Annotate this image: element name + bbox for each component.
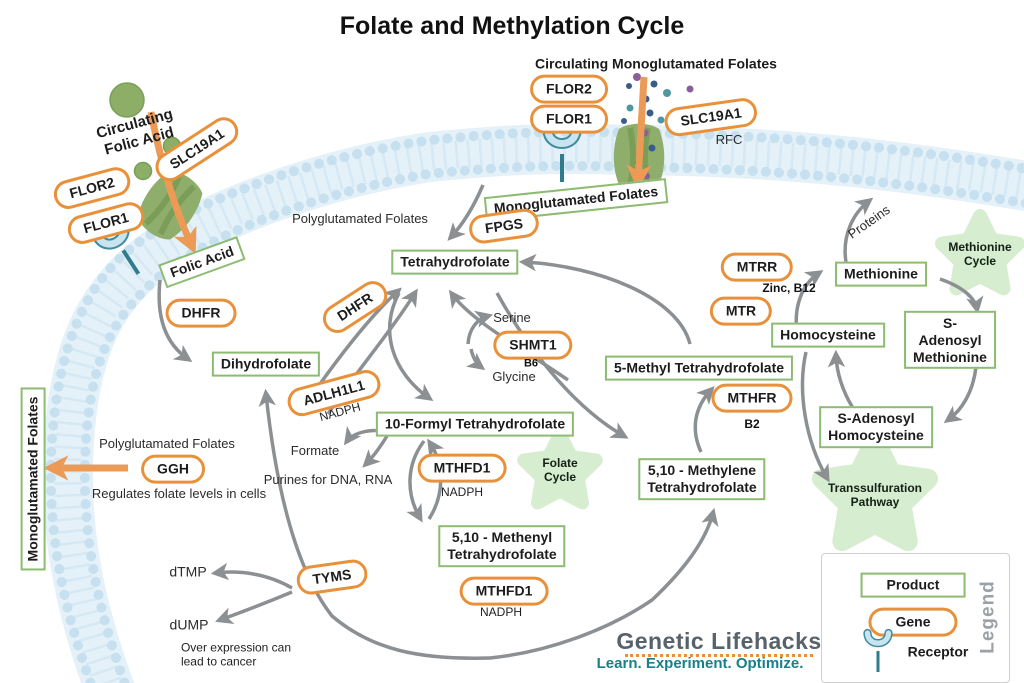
arrow-methionine-sam: [939, 277, 984, 315]
arrow-glycine: [465, 348, 486, 371]
arrow-thf-tenformyl: [387, 292, 434, 402]
gene-pill-mthfd1-b: MTHFD1: [459, 576, 549, 606]
arrow-dtmp: [210, 562, 293, 590]
arrow-sam-sah: [943, 366, 978, 424]
arrow-homocysteine-transsulfuration: [800, 351, 830, 483]
product-box-5-methyl-thf: 5-Methyl Tetrahydrofolate: [604, 355, 794, 381]
transport-arrows: [43, 76, 652, 481]
folic-acid-dots: [109, 82, 182, 181]
gene-pill-flor1-top: FLOR1: [530, 104, 608, 134]
gene-pill-mtr: MTR: [709, 296, 773, 326]
mthfr-cofactor-label: B2: [744, 416, 760, 431]
arrow-purines: [362, 435, 389, 468]
polyglutamated-folates-top-label: Polyglutamated Folates: [292, 211, 428, 227]
transsulfuration-star-label: Transsulfuration Pathway: [827, 481, 923, 509]
arrow-methionine-proteins: [843, 197, 874, 263]
dump-label: dUMP: [169, 616, 209, 633]
tyms-note: Over expression can lead to cancer: [180, 640, 292, 669]
shmt1-cofactor-label: B6: [523, 357, 539, 370]
arrow-dump: [215, 590, 293, 625]
arrow-folicacid-dihydrofolate: [157, 279, 193, 362]
legend-receptor-icon: [856, 628, 900, 672]
gene-pill-mthfr: MTHFR: [711, 383, 793, 413]
legend-product-box: Product: [860, 572, 966, 598]
legend-title: Legend: [977, 580, 999, 654]
product-box-monoglutamated-left: Monoglutamated Folates: [20, 387, 46, 571]
rfc-label: RFC: [715, 132, 743, 148]
product-box-tetrahydrofolate: Tetrahydrofolate: [391, 249, 519, 275]
dtmp-label: dTMP: [169, 563, 207, 580]
logo-tagline: Learn. Experiment. Optimize.: [596, 655, 804, 672]
gene-pill-mtrr: MTRR: [720, 252, 794, 282]
purines-label: Purines for DNA, RNA: [263, 472, 393, 488]
gene-pill-shmt1: SHMT1: [493, 330, 573, 360]
methionine-cycle-star-label: Methionine Cycle: [948, 240, 1012, 268]
product-box-homocysteine: Homocysteine: [771, 322, 885, 348]
arrow-5methyl-thf: [518, 253, 692, 345]
gene-pill-mthfd1-a: MTHFD1: [417, 453, 507, 483]
glycine-label: Glycine: [492, 369, 536, 385]
logo-divider: [625, 654, 813, 657]
arrow-mthfr: [693, 386, 715, 453]
polyglutamated-folates-left-label: Polyglutamated Folates: [99, 436, 235, 452]
product-box-sam: S-Adenosyl Methionine: [904, 310, 996, 370]
arrow-tyms-dihydrofolate: [258, 388, 491, 660]
product-box-dihydrofolate: Dihydrofolate: [211, 351, 321, 377]
logo-name: Genetic Lifehacks: [616, 628, 822, 655]
product-box-methenyl-thf: 5,10 - Methenyl Tetrahydrofolate: [438, 525, 566, 567]
product-box-methionine: Methionine: [835, 261, 927, 287]
product-box-sah: S-Adenosyl Homocysteine: [819, 406, 933, 448]
gene-pill-dhfr-left: DHFR: [165, 298, 237, 328]
folate-cycle-star-label: Folate Cycle: [542, 456, 578, 484]
ggh-note: Regulates folate levels in cells: [91, 486, 267, 502]
mthfd1-b-cofactor-label: NADPH: [479, 604, 523, 619]
arrow-tyms-methylene: [489, 507, 719, 660]
legend-gene-pill: Gene: [868, 607, 958, 637]
mtr-cofactor-label: Zinc, B12: [762, 280, 816, 295]
product-box-10-formyl-thf: 10-Formyl Tetrahydrofolate: [375, 411, 575, 437]
serine-label: Serine: [493, 310, 531, 326]
mthfd1-a-cofactor-label: NADPH: [440, 484, 484, 499]
legend-receptor-label: Receptor: [907, 643, 969, 660]
arrow-thf-methylene: [495, 292, 629, 439]
gene-pill-ggh: GGH: [141, 454, 205, 484]
gene-pill-flor2-top: FLOR2: [530, 74, 608, 104]
page-title: Folate and Methylation Cycle: [339, 12, 685, 40]
formate-label: Formate: [290, 443, 340, 459]
circulating-monoglutamated-label: Circulating Monoglutamated Folates: [535, 55, 777, 72]
product-box-methylene-thf: 5,10 - Methylene Tetrahydrofolate: [638, 458, 766, 500]
arrow-monoglut-thf: [447, 184, 485, 241]
arrow-mthfd1-down: [406, 439, 426, 523]
arrow-serine: [466, 310, 494, 345]
